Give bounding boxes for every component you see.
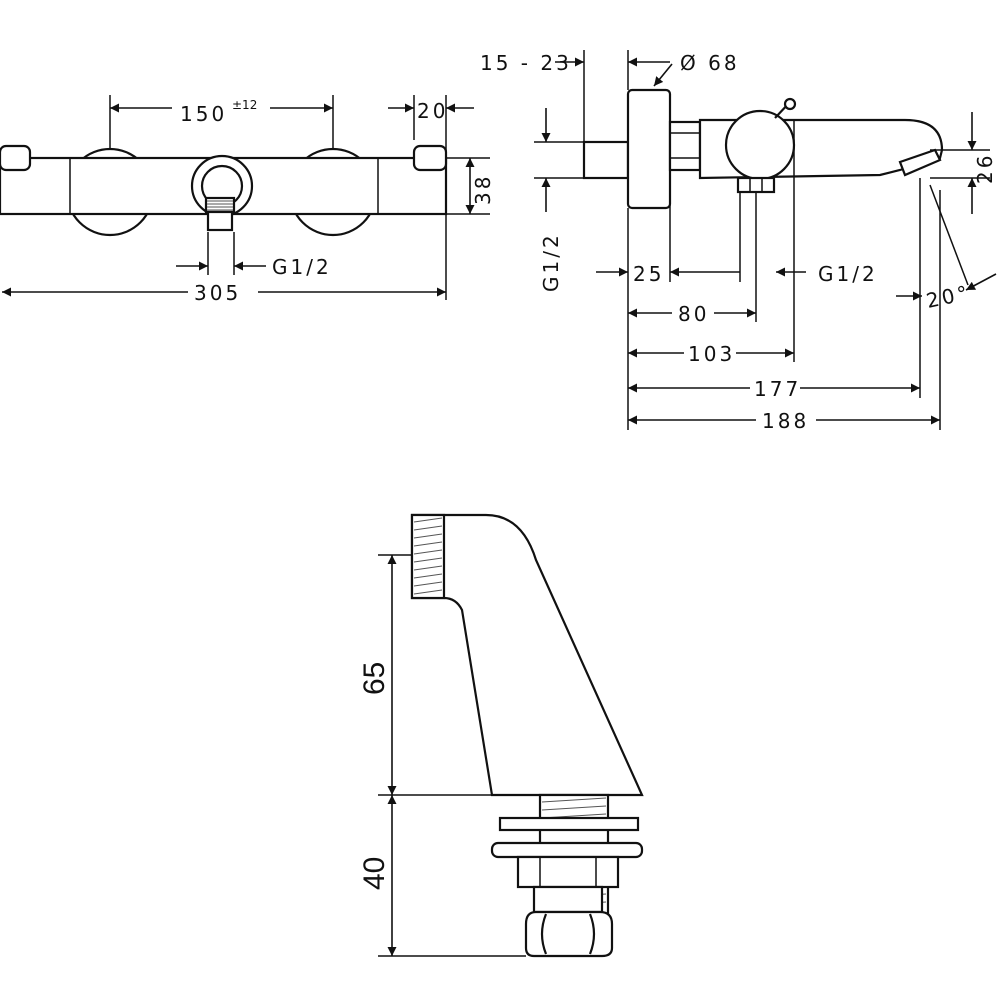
dim-g12-outlet: G1/2	[818, 262, 878, 286]
dim-305: 305	[194, 281, 241, 305]
dim-150: 150	[180, 102, 227, 126]
dim-diameter-68: Ø 68	[680, 51, 740, 75]
lock-nut	[516, 855, 620, 889]
dim-150-tolerance: ±12	[232, 98, 257, 112]
thermostat-knob	[724, 109, 796, 181]
adapter-body	[410, 513, 644, 797]
dim-188: 188	[762, 409, 809, 433]
dim-15-23: 15 - 23	[480, 51, 572, 75]
bottom-outlet-nut	[736, 176, 776, 194]
side-view: 15 - 23 Ø 68 G1/2 26 25 G1/2	[480, 50, 997, 433]
dim-80: 80	[678, 302, 709, 326]
dim-103: 103	[688, 342, 735, 366]
dim-177: 177	[754, 377, 801, 401]
dim-40: 40	[358, 857, 391, 890]
hex-nut	[524, 910, 614, 958]
washer-top	[498, 816, 640, 832]
dim-angle-20: 20°	[924, 280, 972, 313]
front-view: 150 ±12 20 38 G1/2 305	[0, 95, 495, 305]
dim-25: 25	[633, 262, 664, 286]
dim-20: 20	[417, 99, 448, 123]
union-nut	[668, 120, 702, 172]
dim-g12-inlet: G1/2	[539, 232, 563, 292]
rosette	[626, 88, 672, 210]
adapter-view: 65 40	[358, 513, 644, 958]
wall-connector	[582, 140, 630, 180]
dim-65: 65	[358, 662, 391, 695]
right-handle	[412, 144, 448, 172]
inlet-thread	[413, 517, 443, 595]
left-handle	[0, 144, 32, 172]
washer-middle	[490, 841, 644, 859]
dim-26: 26	[973, 153, 997, 184]
dim-38: 38	[471, 174, 495, 205]
dim-g12-front: G1/2	[272, 255, 332, 279]
